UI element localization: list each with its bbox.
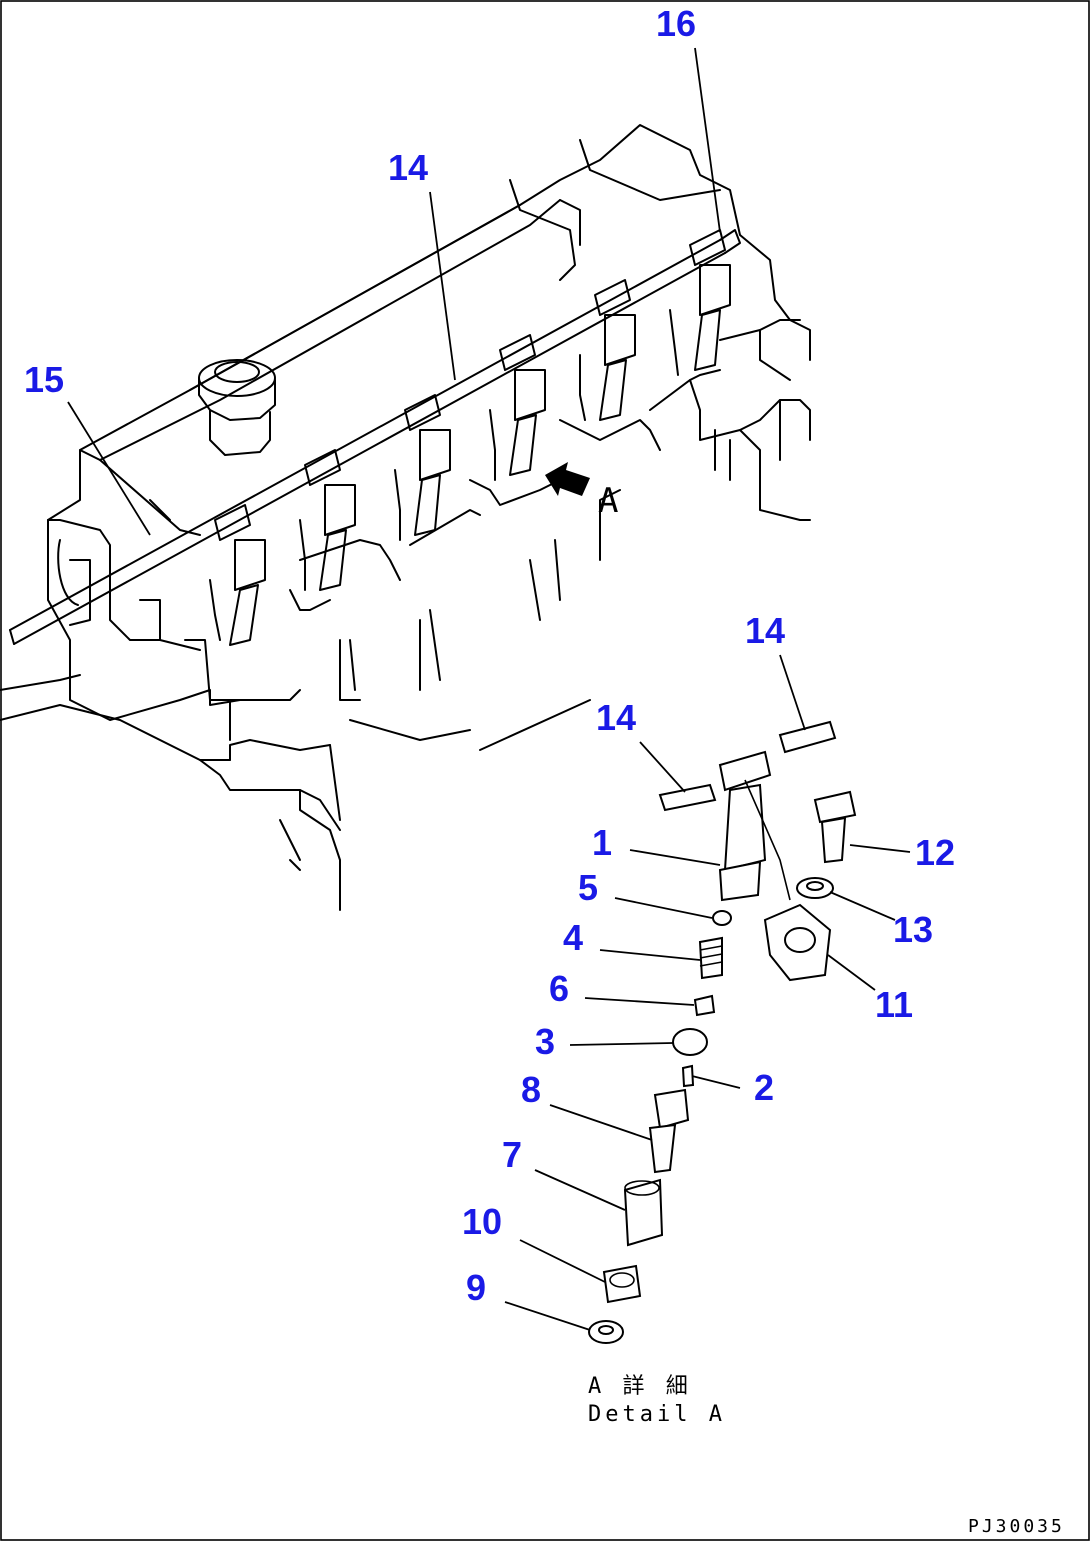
callout-8: 8 — [521, 1069, 541, 1110]
detail-a-illustration — [588, 720, 857, 1344]
callout-15: 15 — [24, 359, 64, 400]
callout-14-detail-right: 14 — [745, 610, 785, 651]
callout-14-detail-left: 14 — [596, 697, 636, 738]
callout-11: 11 — [875, 984, 913, 1025]
callout-12: 12 — [915, 832, 955, 873]
leader-lines — [67, 47, 911, 1331]
engine-block-illustration: A — [0, 124, 811, 911]
callout-14-engine: 14 — [388, 147, 428, 188]
callout-2: 2 — [754, 1067, 774, 1108]
callout-16: 16 — [656, 3, 696, 44]
callout-labels: 16 14 15 14 14 1 5 4 6 3 8 7 10 9 2 12 1… — [24, 3, 955, 1308]
detail-caption-en: Detail A — [588, 1402, 726, 1427]
callout-6: 6 — [549, 968, 569, 1009]
callout-7: 7 — [502, 1134, 522, 1175]
callout-3: 3 — [535, 1021, 555, 1062]
callout-5: 5 — [578, 867, 598, 908]
drawing-code: PJ30035 — [968, 1516, 1065, 1537]
callout-13: 13 — [893, 909, 933, 950]
callout-10: 10 — [462, 1201, 502, 1242]
callout-9: 9 — [466, 1267, 486, 1308]
detail-caption-jp: A 詳 細 — [588, 1374, 692, 1399]
callout-1: 1 — [592, 822, 612, 863]
view-arrow-icon — [545, 462, 590, 496]
callout-4: 4 — [563, 917, 583, 958]
view-marker-label: A — [598, 481, 622, 521]
